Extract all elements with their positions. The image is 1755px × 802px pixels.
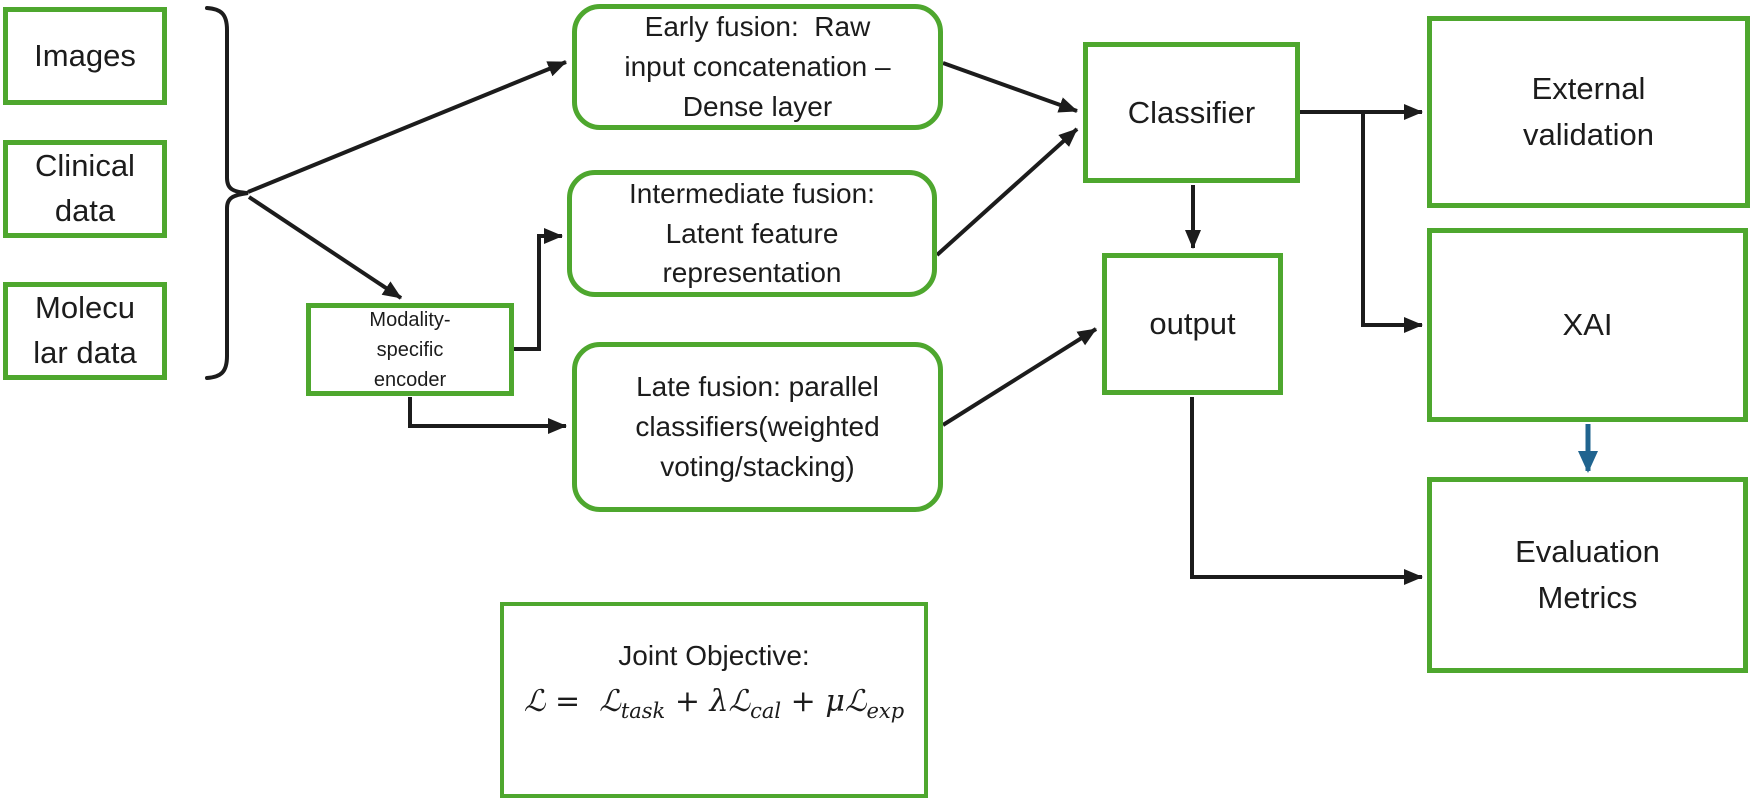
xai-box: XAI — [1427, 228, 1748, 422]
late-fusion-line1: Late fusion: parallel — [636, 371, 879, 403]
arrow-encoder-to-intermediate-fusion — [513, 228, 563, 351]
formula-sub-exp: exp — [866, 699, 905, 724]
early-fusion-line3: Dense layer — [682, 90, 833, 122]
images-label: Images — [34, 37, 136, 73]
formula-sub-cal: cal — [750, 699, 782, 724]
evaluation-metrics-line1: Evaluation — [1515, 533, 1660, 569]
late-fusion-box: Late fusion: parallel classifiers(weight… — [572, 342, 943, 512]
early-fusion-line1: Early fusion: Raw — [644, 11, 871, 43]
molecular-data-label-line1: Molecu — [35, 290, 135, 326]
joint-objective-title: Joint Objective: — [618, 640, 810, 671]
joint-objective-box: Joint Objective: ℒ = ℒtask + λℒcal + μℒe… — [500, 602, 928, 798]
arrow-early-fusion-to-classifier — [942, 61, 1078, 113]
arrow-classifier-branch-to-xai — [1361, 112, 1423, 333]
classifier-label: Classifier — [1127, 94, 1256, 130]
encoder-line1: Modality- — [369, 308, 451, 331]
formula-sub-task: task — [620, 699, 666, 724]
intermediate-fusion-line1: Intermediate fusion: — [629, 177, 875, 209]
external-validation-box: External validation — [1427, 16, 1750, 208]
input-box-molecular-data: Molecu lar data — [3, 282, 167, 380]
classifier-box: Classifier — [1083, 42, 1300, 183]
external-validation-line2: validation — [1523, 117, 1654, 152]
arrow-inputs-to-early-fusion — [247, 60, 567, 194]
external-validation-line1: External — [1531, 70, 1646, 106]
clinical-data-label-line1: Clinical — [35, 148, 135, 184]
formula-part3: + μℒ — [781, 684, 867, 720]
evaluation-metrics-line2: Metrics — [1537, 580, 1638, 615]
early-fusion-line2: input concatenation – — [624, 51, 891, 83]
intermediate-fusion-line2: Latent feature — [665, 217, 839, 249]
inputs-brace — [205, 6, 249, 380]
encoder-line2: specific — [376, 338, 444, 361]
input-box-clinical-data: Clinical data — [3, 140, 167, 238]
intermediate-fusion-line3: representation — [662, 257, 842, 289]
evaluation-metrics-box: Evaluation Metrics — [1427, 477, 1748, 673]
joint-objective-formula: ℒ = ℒtask + λℒcal + μℒexp — [524, 681, 904, 726]
formula-part1: ℒ = ℒ — [523, 684, 621, 720]
intermediate-fusion-box: Intermediate fusion: Latent feature repr… — [567, 170, 937, 297]
early-fusion-box: Early fusion: Raw input concatenation – … — [572, 4, 943, 130]
molecular-data-label-line2: lar data — [33, 335, 137, 370]
encoder-line3: encoder — [373, 368, 447, 391]
input-box-images: Images — [3, 7, 167, 105]
arrow-intermediate-fusion-to-classifier — [935, 127, 1079, 257]
modality-specific-encoder-box: Modality- specific encoder — [306, 303, 514, 396]
late-fusion-line3: voting/stacking) — [660, 450, 855, 482]
clinical-data-label-line2: data — [54, 193, 116, 228]
output-label: output — [1149, 306, 1236, 341]
arrow-output-to-evaluation-metrics — [1190, 397, 1423, 585]
arrow-inputs-to-encoder — [247, 195, 403, 300]
xai-label: XAI — [1562, 307, 1613, 342]
arrow-encoder-to-late-fusion — [408, 397, 567, 434]
late-fusion-line2: classifiers(weighted — [635, 411, 880, 443]
formula-part2: + λℒ — [665, 684, 751, 720]
arrow-late-fusion-to-output — [941, 327, 1098, 427]
output-box: output — [1102, 253, 1283, 395]
